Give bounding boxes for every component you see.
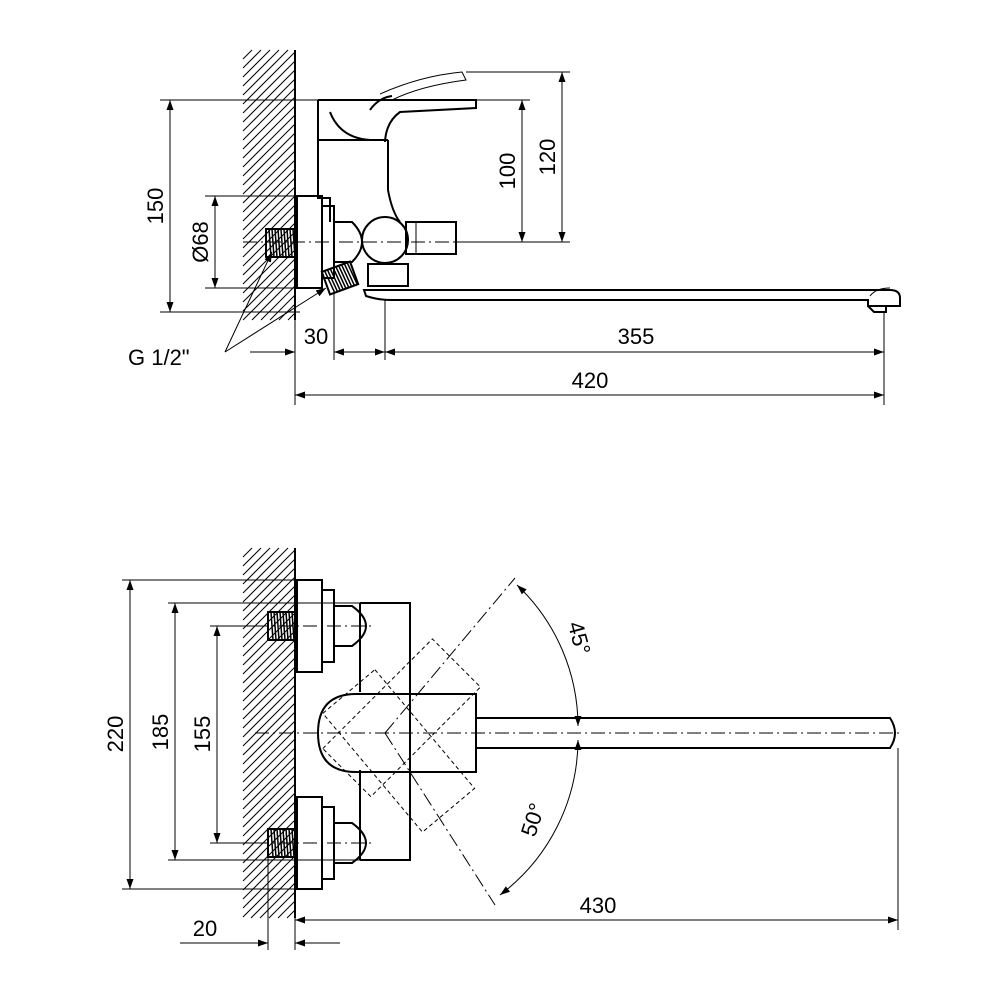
dim-height-total: 150 [143,188,168,225]
dim-width-total: 220 [103,716,128,753]
angle-lower-label: 50° [516,800,550,839]
threaded-inlet [265,228,297,258]
top-view: 220 185 155 20 430 45° 50° [103,547,900,950]
angle-line-upper [384,577,516,734]
dim-overall-length: 420 [572,368,609,393]
dim-flange-diameter: Ø68 [188,221,213,263]
dim-height-lever: 120 [535,139,560,176]
angle-arcs [499,584,582,896]
dim-wall-offset: 30 [304,324,328,349]
mixer-body [317,139,457,287]
spout [362,287,901,313]
mixer-body-top [359,602,411,861]
dim-spout-reach: 355 [618,324,655,349]
diverter-knob [320,260,360,296]
dim-inlet-spacing: 155 [190,716,215,753]
dimension-lines-top [126,580,898,947]
dim-spout-length: 430 [580,893,617,918]
lever-top [316,693,477,773]
dim-height-spout-axis: 100 [495,153,520,190]
lever-handle [317,71,477,143]
handle-ghost-positions [322,638,482,833]
thread-label: G 1/2" [128,345,190,370]
extension-lines-top [122,579,899,950]
dim-eccentric-depth: 20 [193,916,217,941]
wall-hatch-side [242,49,296,321]
dim-width-flanges: 185 [148,714,173,751]
angle-line-lower [384,732,496,906]
extension-lines-side [160,71,885,405]
spout-top [476,717,896,749]
dimension-lines-side [166,72,884,399]
angle-upper-label: 45° [563,619,596,658]
side-view: 150 Ø68 100 120 30 355 420 G 1/2" [128,49,901,405]
